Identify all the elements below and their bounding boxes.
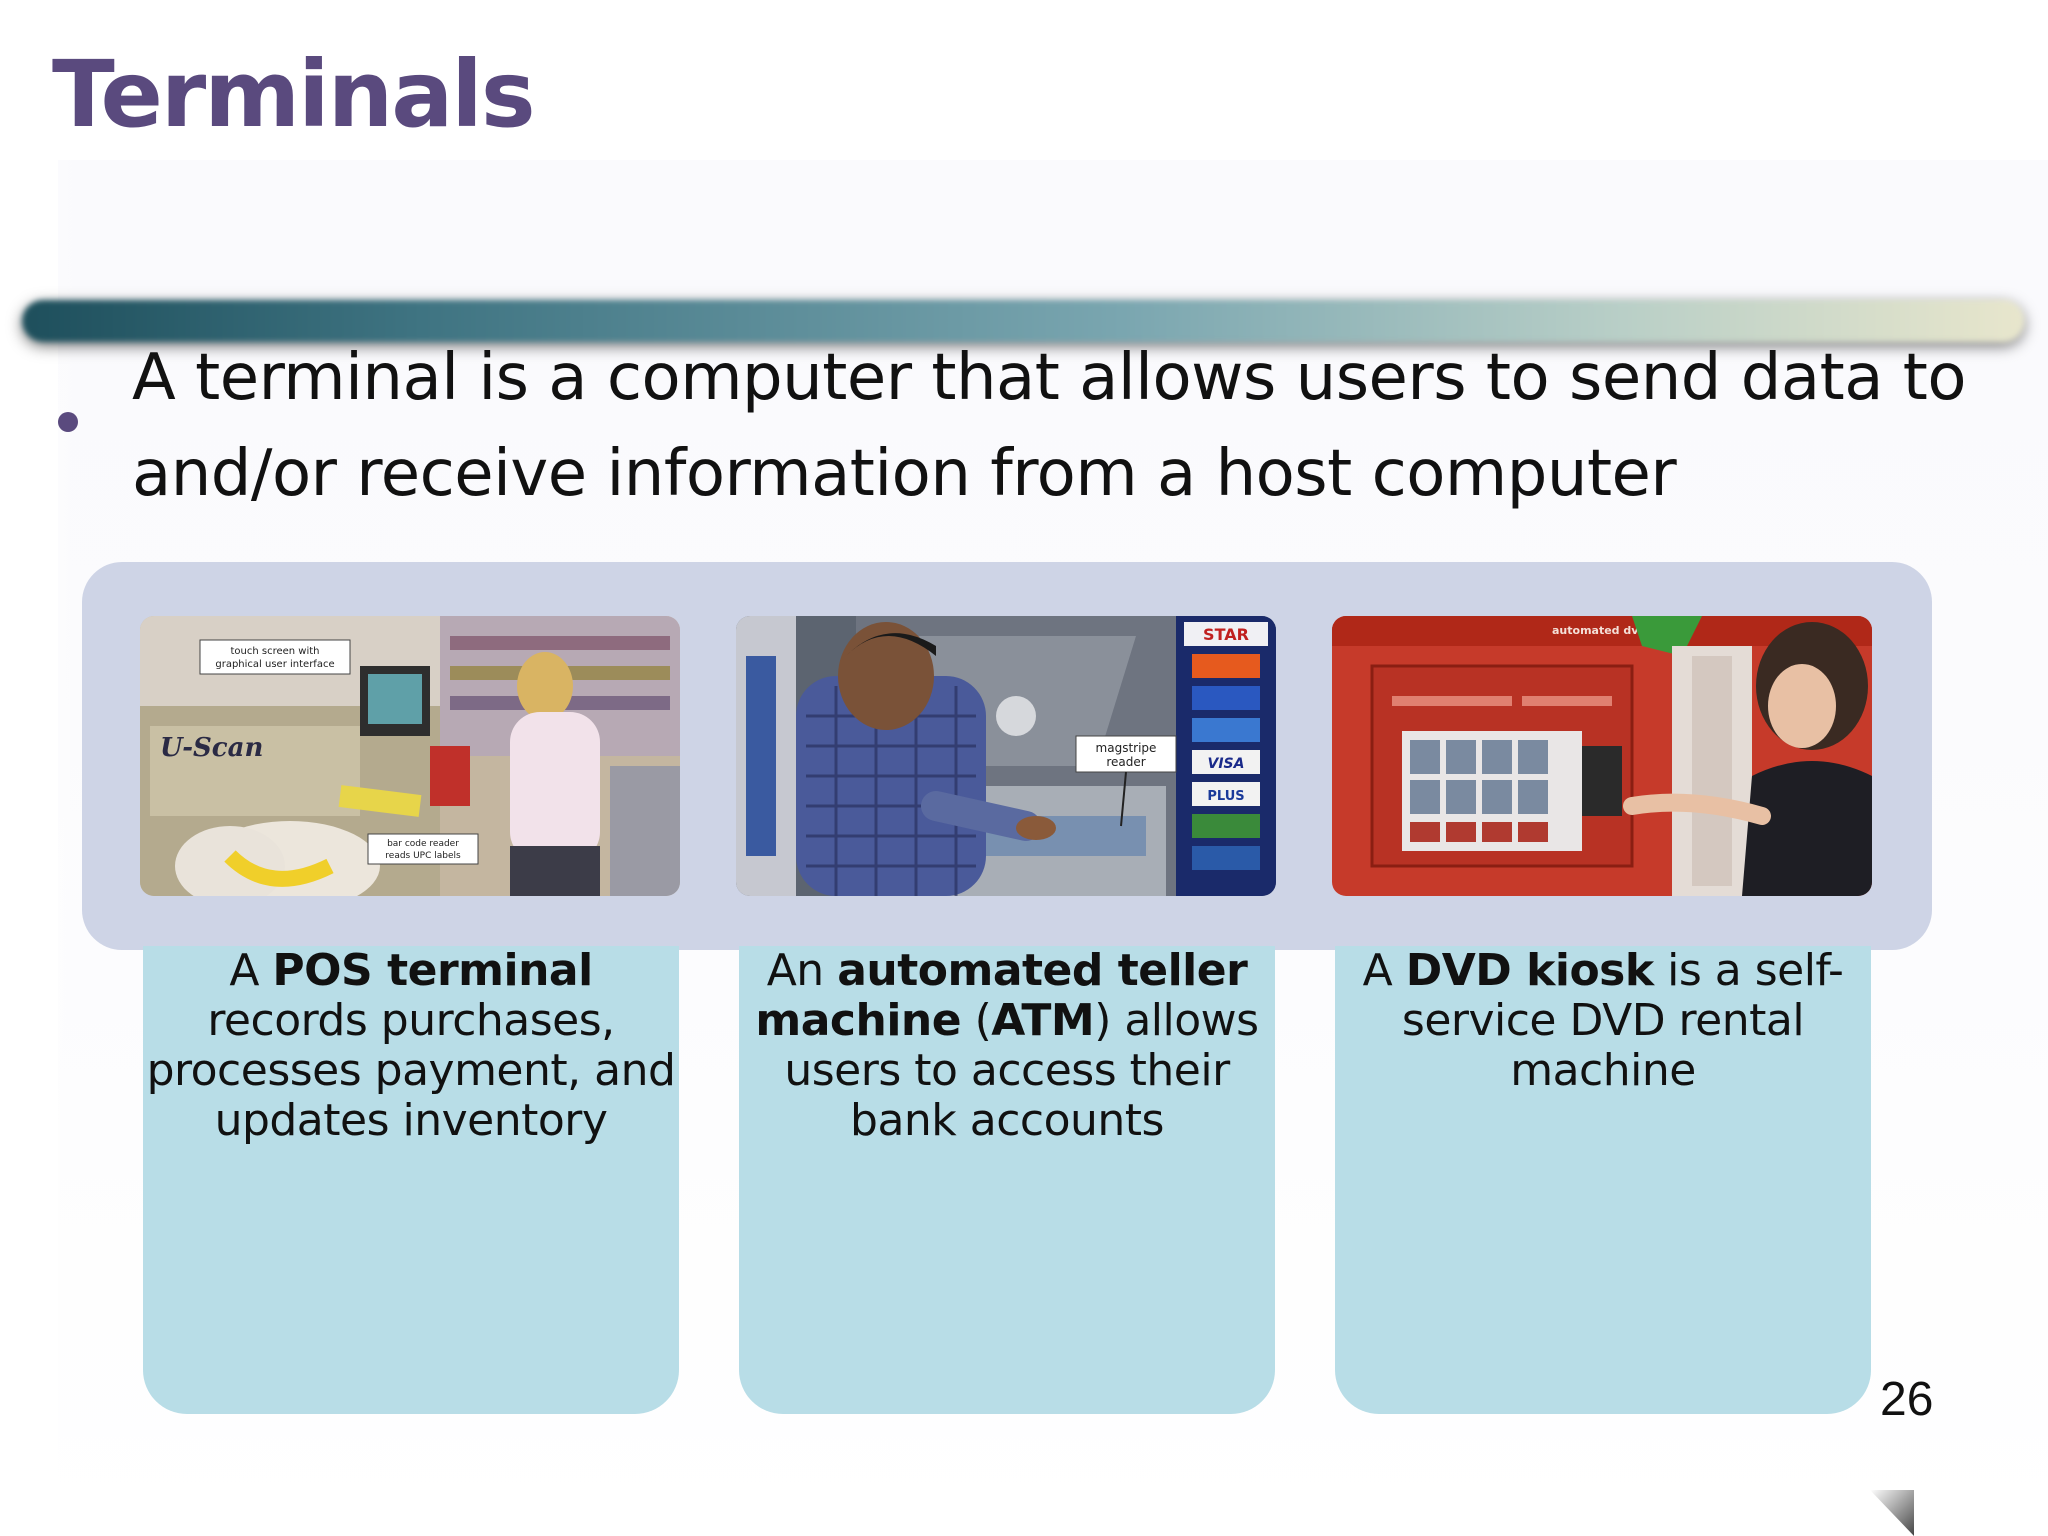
svg-text:STAR: STAR: [1203, 625, 1249, 644]
dvd-kiosk-image: automated dvd rental: [1332, 616, 1872, 896]
pos-terminal-card: [143, 946, 679, 1414]
dvd-kiosk-caption: A DVD kiosk is a self-service DVD rental…: [1335, 946, 1871, 1096]
caption-term: automated teller machine: [755, 945, 1248, 1046]
pos-uscan-label: U-Scan: [160, 733, 263, 763]
caption-term: ATM: [991, 995, 1095, 1046]
slide-background-fade: [0, 160, 80, 1536]
pos-terminal-image: U-Scan touch screen with graphical user …: [140, 616, 680, 896]
svg-text:PLUS: PLUS: [1207, 789, 1244, 804]
caption-text: (: [961, 995, 992, 1046]
caption-text: A: [229, 945, 273, 996]
page-number: 26: [1880, 1373, 1934, 1426]
caption-text: ) allows users to access their bank acco…: [784, 995, 1259, 1146]
caption-text: An: [766, 945, 838, 996]
svg-text:reader: reader: [1106, 755, 1145, 769]
title-divider-bar: [22, 300, 2024, 342]
atm-image: STAR VISA PLUS magstripe r: [736, 616, 1276, 896]
svg-text:bar code reader: bar code reader: [387, 839, 459, 849]
pos-terminal-photo: U-Scan touch screen with graphical user …: [140, 616, 680, 896]
atm-magstripe-label: magstripe: [1096, 741, 1157, 755]
atm-card: [739, 946, 1275, 1414]
svg-text:VISA: VISA: [1208, 756, 1245, 772]
atm-photo: STAR VISA PLUS magstripe r: [736, 616, 1276, 896]
svg-text:graphical user interface: graphical user interface: [215, 659, 334, 670]
svg-text:reads UPC labels: reads UPC labels: [385, 851, 461, 861]
slide-title: Terminals: [52, 41, 536, 148]
dvd-kiosk-photo: automated dvd rental: [1332, 616, 1872, 896]
svg-text:touch screen with: touch screen with: [230, 646, 319, 657]
bullet-icon: [58, 412, 78, 432]
dvd-kiosk-card: [1335, 946, 1871, 1414]
caption-text: is a self-service DVD rental machine: [1401, 945, 1844, 1096]
pos-terminal-caption: A POS terminal records purchases, proces…: [143, 946, 679, 1146]
caption-term: DVD kiosk: [1405, 945, 1654, 996]
bullet-text: A terminal is a computer that allows use…: [132, 341, 1967, 511]
caption-text: records purchases, processes payment, an…: [146, 995, 676, 1146]
atm-caption: An automated teller machine (ATM) allows…: [739, 946, 1275, 1146]
caption-text: A: [1362, 945, 1406, 996]
caption-term: POS terminal: [272, 945, 593, 996]
